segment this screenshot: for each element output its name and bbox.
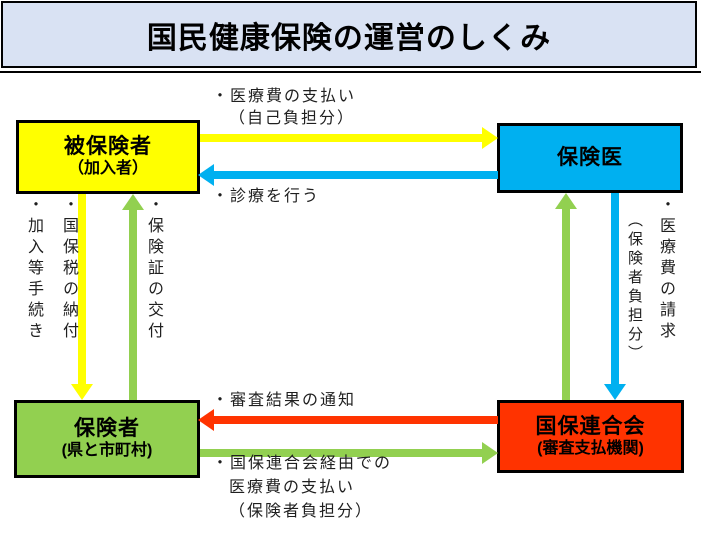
title-underline bbox=[0, 71, 701, 73]
label-fee-claim-note: （保険者負担分） bbox=[626, 212, 643, 364]
label-medical-fee-payment-line1: ・医療費の支払い bbox=[212, 88, 357, 105]
label-payment-via-federation-line1: ・国保連合会経由での bbox=[212, 455, 393, 472]
arrow-shaft bbox=[214, 171, 498, 179]
node-insurer-name: 保険者 bbox=[74, 417, 140, 441]
arrow-insured-to-insurer-icon bbox=[71, 194, 93, 400]
node-doctor: 保険医 bbox=[497, 123, 683, 193]
arrow-shaft bbox=[200, 134, 482, 142]
label-insurance-card-issuance: ・保険証の交付 bbox=[145, 196, 162, 343]
arrow-head-right-icon bbox=[482, 127, 498, 149]
arrow-doctor-to-federation-icon bbox=[604, 193, 626, 400]
arrow-shaft bbox=[200, 449, 482, 457]
node-federation-name: 国保連合会 bbox=[535, 414, 646, 438]
arrow-insured-to-doctor-icon bbox=[200, 127, 498, 149]
arrow-head-up-icon bbox=[555, 193, 577, 209]
page-title: 国民健康保険の運営のしくみ bbox=[146, 21, 552, 55]
node-insured-subtitle: （加入者） bbox=[67, 160, 148, 178]
node-insured-name: 被保険者 bbox=[64, 135, 152, 159]
label-payment-via-federation-line3: （保険者負担分） bbox=[229, 503, 374, 520]
label-treatment: ・診療を行う bbox=[212, 188, 321, 205]
arrow-head-left-icon bbox=[198, 409, 214, 431]
arrow-federation-to-doctor-icon bbox=[555, 193, 577, 400]
arrow-head-right-icon bbox=[482, 442, 498, 464]
arrow-doctor-to-insured-icon bbox=[198, 164, 498, 186]
label-nhi-tax-payment: ・国保税の納付 bbox=[60, 196, 77, 343]
arrow-head-left-icon bbox=[198, 164, 214, 186]
arrow-shaft bbox=[611, 193, 619, 384]
arrow-federation-to-insurer-icon bbox=[198, 409, 498, 431]
arrow-shaft bbox=[214, 416, 498, 424]
node-insurer: 保険者 (県と市町村) bbox=[14, 400, 200, 478]
arrow-insurer-to-insured-icon bbox=[122, 194, 144, 400]
node-doctor-name: 保険医 bbox=[557, 145, 623, 169]
arrow-shaft bbox=[562, 209, 570, 400]
title-bar: 国民健康保険の運営のしくみ bbox=[1, 1, 697, 68]
node-insured: 被保険者 （加入者） bbox=[16, 120, 200, 194]
label-medical-fee-payment-line2: （自己負担分） bbox=[229, 110, 356, 127]
label-payment-via-federation-line2: 医療費の支払い bbox=[229, 479, 356, 496]
arrow-head-down-icon bbox=[604, 384, 626, 400]
arrow-head-up-icon bbox=[122, 194, 144, 210]
label-enrollment-procedure: ・加入等手続き bbox=[25, 196, 42, 343]
arrow-insurer-to-federation-icon bbox=[200, 442, 498, 464]
node-federation-subtitle: (審査支払機関) bbox=[537, 439, 644, 457]
node-insurer-subtitle: (県と市町村) bbox=[61, 442, 153, 460]
label-fee-claim: ・医療費の請求 bbox=[657, 196, 674, 343]
node-federation: 国保連合会 (審査支払機関) bbox=[497, 400, 684, 473]
arrow-shaft bbox=[129, 210, 137, 400]
arrow-head-down-icon bbox=[71, 384, 93, 400]
arrow-shaft bbox=[78, 194, 86, 384]
label-review-result-notice: ・審査結果の通知 bbox=[212, 392, 357, 409]
